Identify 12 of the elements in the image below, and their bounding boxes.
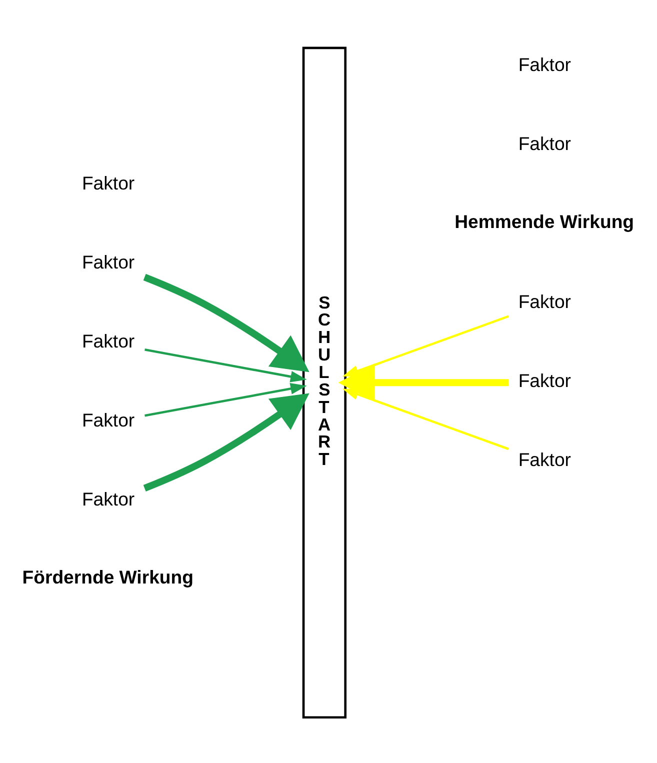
node-text: Faktor — [518, 370, 571, 392]
node-text: Faktor — [82, 252, 135, 273]
node-text: Faktor — [82, 330, 135, 352]
node-text: Faktor — [82, 488, 135, 510]
node-text: Faktor — [518, 133, 571, 154]
node-text: Faktor — [518, 54, 571, 75]
label: Fördernde Wirkung — [22, 566, 194, 588]
node-text: Faktor — [82, 410, 135, 431]
node-text: Faktor — [518, 449, 571, 470]
node-text: Faktor — [518, 291, 571, 312]
node-text: Faktor — [82, 172, 135, 194]
label: Hemmende Wirkung — [454, 210, 634, 232]
